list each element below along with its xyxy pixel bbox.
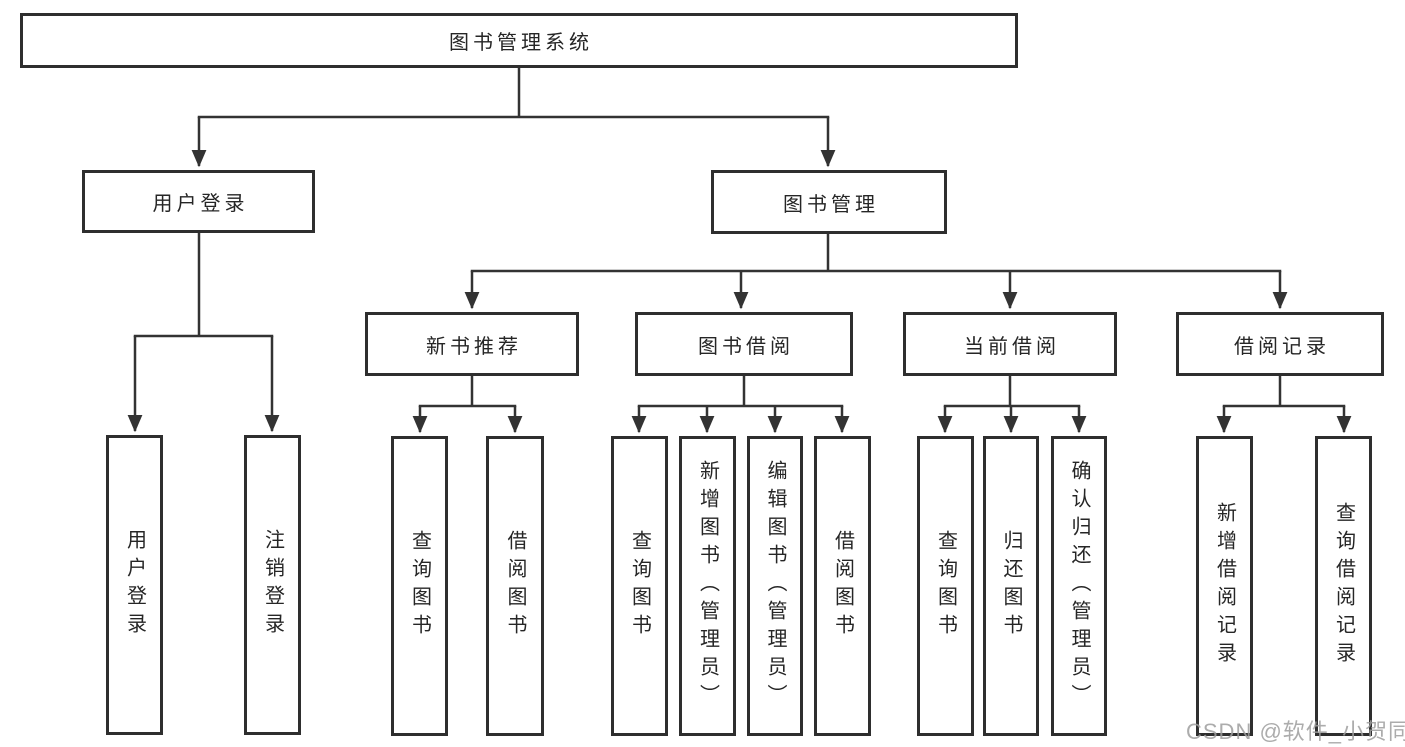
node-leaf-query-books-1: 查询图书 [391, 436, 448, 736]
node-label: 归还图书 [1000, 530, 1022, 642]
node-label: 用户登录 [152, 193, 249, 215]
node-label: 图书借阅 [698, 335, 794, 358]
node-label: 图书管理 [783, 193, 879, 216]
node-new-book-recommend: 新书推荐 [365, 312, 579, 376]
csdn-watermark: CSDN @软件_小贺同学 [1186, 719, 1405, 744]
node-leaf-user-login: 用户登录 [106, 435, 163, 735]
node-label: 当前借阅 [964, 335, 1060, 358]
node-book-borrowing: 图书借阅 [635, 312, 853, 376]
node-label: 注销登录 [261, 529, 284, 641]
node-current-borrowing: 当前借阅 [903, 312, 1117, 376]
node-label: 借阅记录 [1234, 335, 1330, 358]
node-label: 图书管理系统 [449, 32, 593, 54]
node-label: 借阅图书 [831, 530, 854, 642]
node-root-system: 图书管理系统 [20, 13, 1018, 68]
node-label: 新增借阅记录 [1213, 502, 1236, 670]
node-label: 用户登录 [123, 529, 146, 641]
node-leaf-add-books-admin: 新增图书（管理员） [679, 436, 736, 736]
node-label: 查询图书 [628, 530, 651, 642]
node-leaf-query-books-2: 查询图书 [611, 436, 668, 736]
node-borrowing-records: 借阅记录 [1176, 312, 1384, 376]
connector-arrows [127, 117, 1352, 434]
node-leaf-add-borrow-record: 新增借阅记录 [1196, 436, 1253, 736]
node-book-management: 图书管理 [711, 170, 947, 234]
node-user-login: 用户登录 [82, 170, 315, 233]
node-label: 编辑图书（管理员） [764, 460, 786, 712]
node-label: 新增图书（管理员） [696, 460, 719, 712]
node-label: 借阅图书 [504, 530, 526, 642]
node-leaf-query-books-3: 查询图书 [917, 436, 974, 736]
node-leaf-query-borrow-record: 查询借阅记录 [1315, 436, 1372, 736]
node-label: 查询图书 [934, 530, 957, 642]
node-leaf-logout: 注销登录 [244, 435, 301, 735]
node-label: 查询借阅记录 [1332, 502, 1355, 670]
node-leaf-borrow-books-1: 借阅图书 [486, 436, 544, 736]
node-leaf-edit-books-admin: 编辑图书（管理员） [747, 436, 803, 736]
node-label: 确认归还（管理员） [1068, 460, 1090, 712]
node-leaf-borrow-books-2: 借阅图书 [814, 436, 871, 736]
node-leaf-return-books: 归还图书 [983, 436, 1039, 736]
node-label: 新书推荐 [426, 335, 522, 358]
node-leaf-confirm-return-admin: 确认归还（管理员） [1051, 436, 1107, 736]
node-label: 查询图书 [408, 530, 431, 642]
